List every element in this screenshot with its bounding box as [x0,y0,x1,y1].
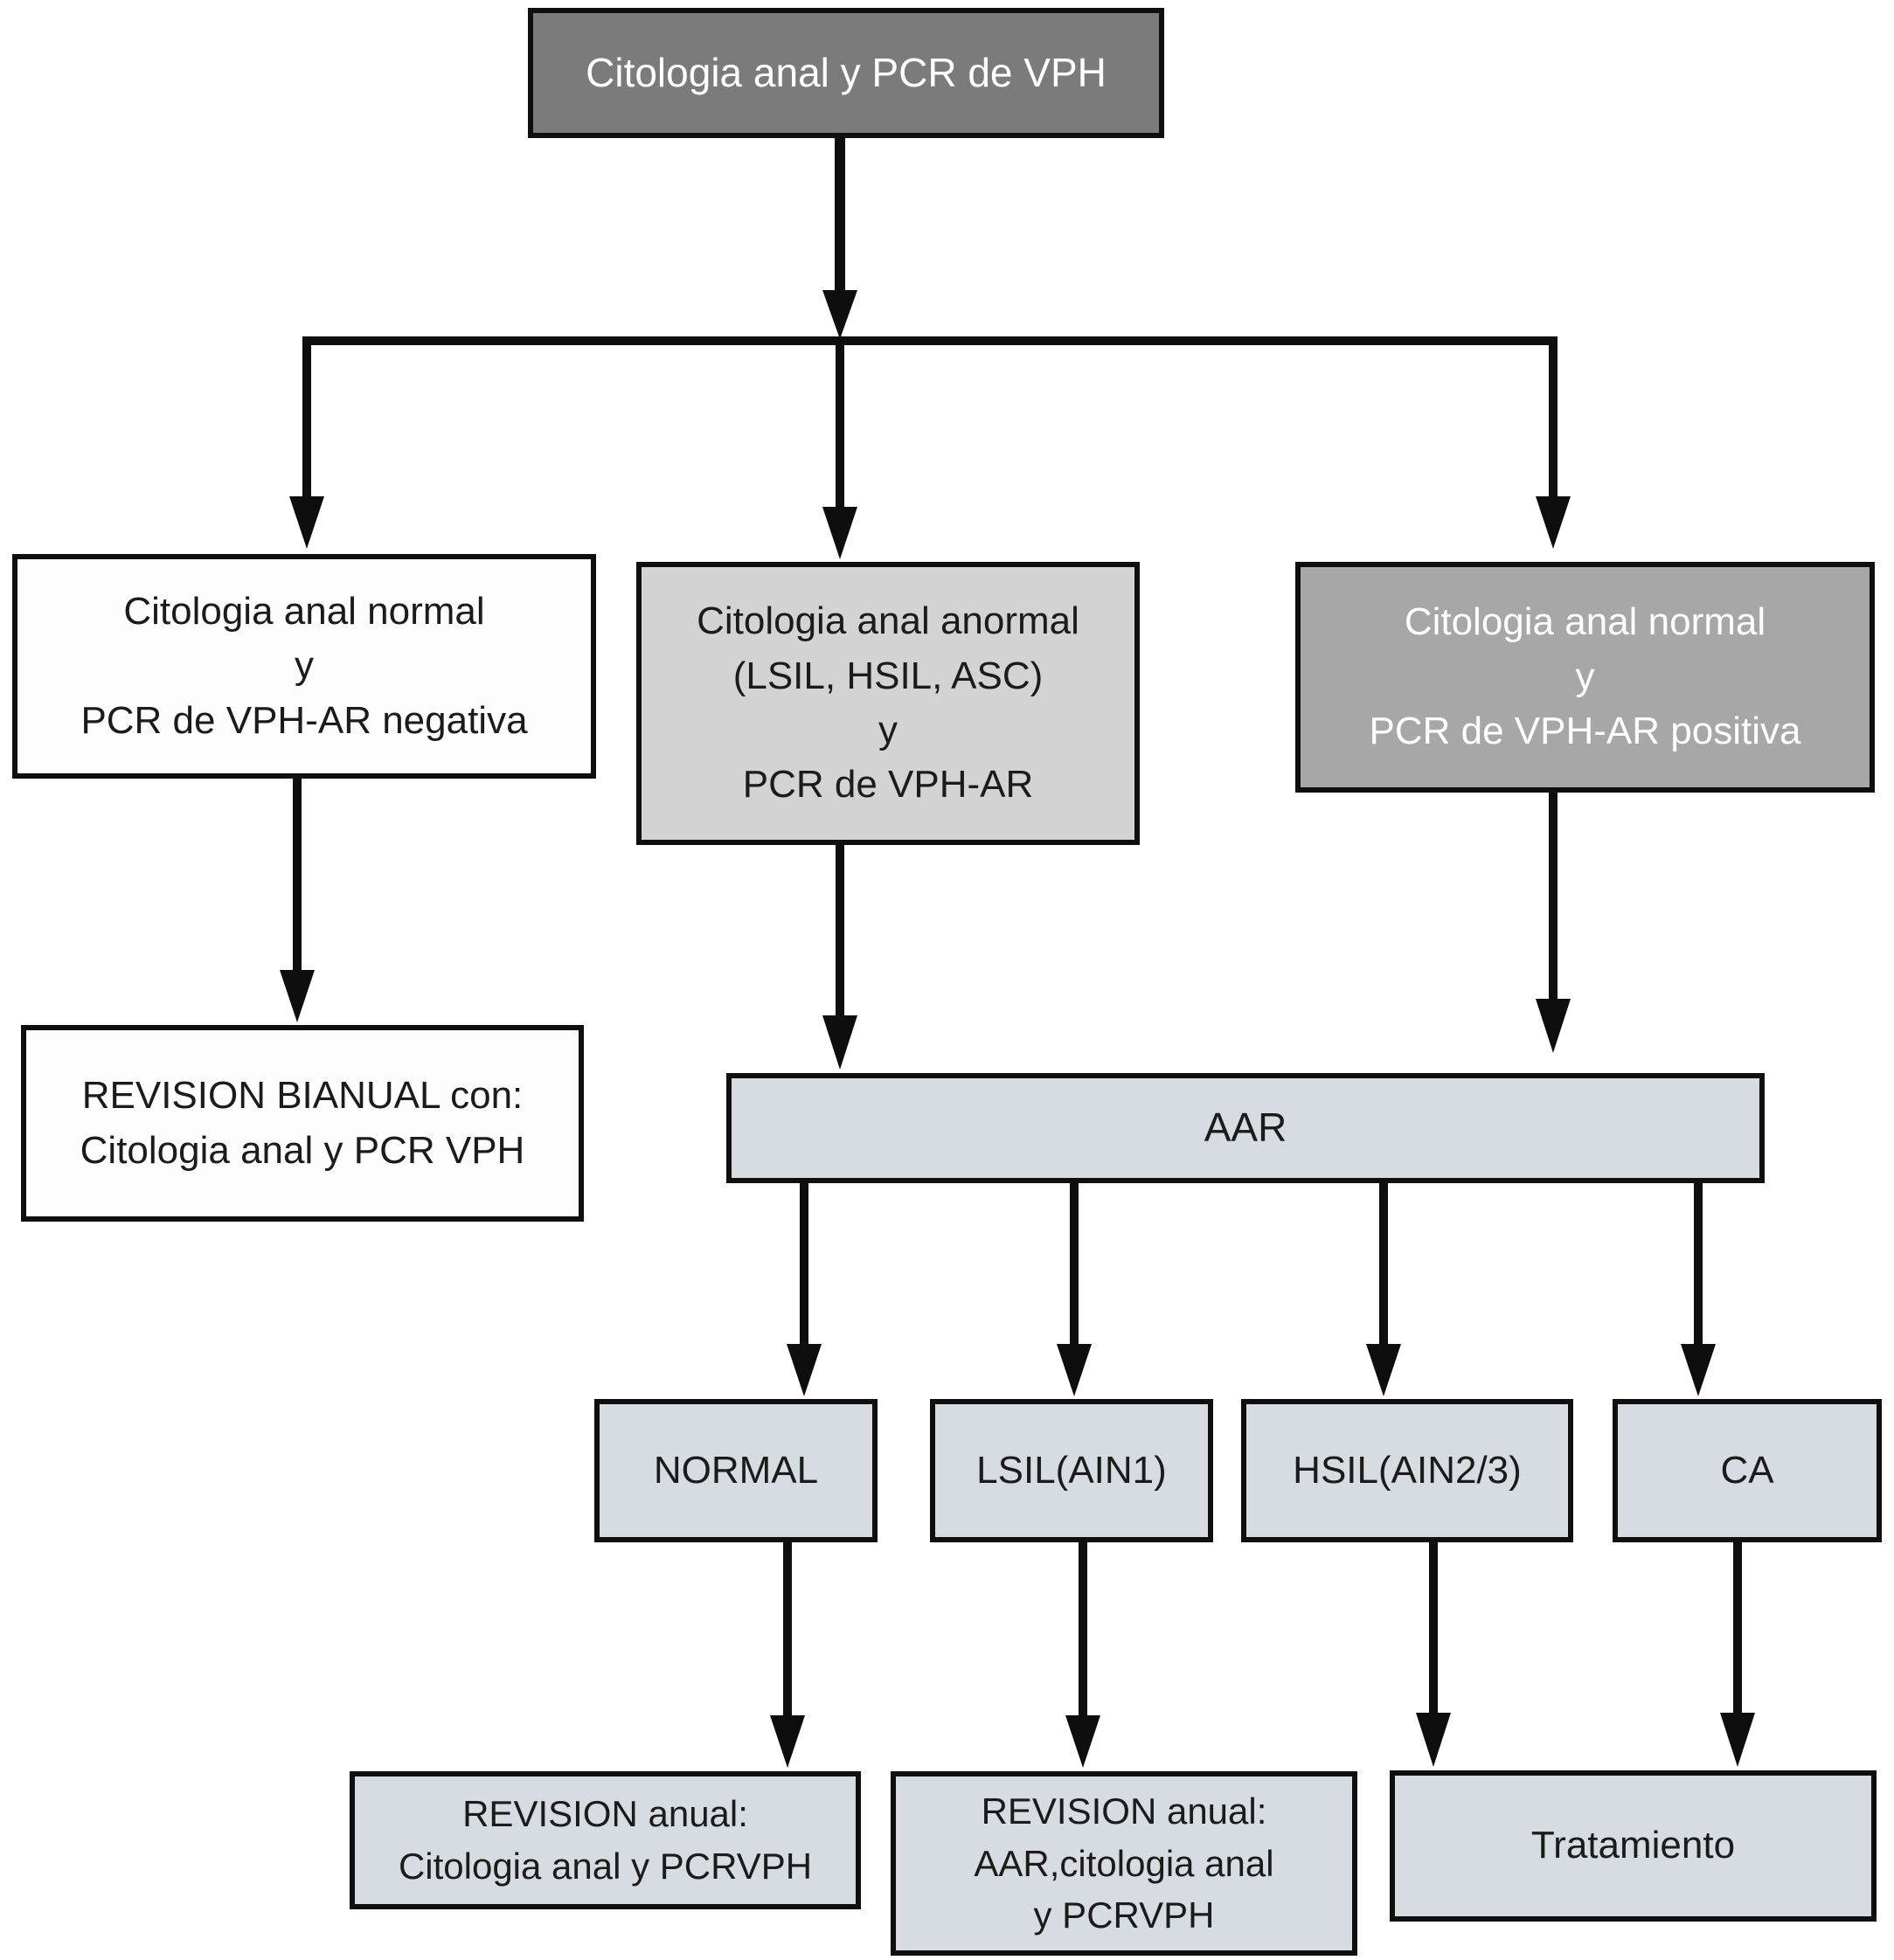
arrow-aar-to-normal [787,1181,822,1396]
arrow-aar-to-hsil [1366,1181,1401,1396]
arrow-branch-to-anormal [822,341,857,559]
node-aar: AAR [726,1073,1765,1183]
arrow-hsil-to-tratamiento [1416,1540,1451,1767]
arrow-aar-to-ca [1681,1181,1716,1396]
arrow-positiva-to-aar [1536,790,1571,1053]
arrow-ca-to-tratamiento [1720,1540,1755,1767]
node-aar-result-normal: NORMAL [594,1399,878,1542]
node-label: Citologia anal normal y PCR de VPH-AR ne… [80,589,528,742]
node-label: REVISION BIANUAL con: Citologia anal y P… [80,1074,525,1172]
node-label: REVISION anual: AAR,citologia anal y PCR… [974,1790,1274,1936]
arrow-normal-to-revision-anual [770,1540,805,1768]
node-label: CA [1720,1448,1774,1492]
node-label: Tratamiento [1530,1824,1736,1867]
node-label: REVISION anual: Citologia anal y PCRVPH [398,1793,813,1887]
node-aar-result-ca: CA [1613,1399,1882,1542]
node-label: HSIL(AIN2/3) [1293,1448,1522,1492]
node-citologia-anal-pcr-vph: Citologia anal y PCR de VPH [528,8,1164,138]
node-label: Citologia anal anormal (LSIL, HSIL, ASC)… [697,599,1079,807]
node-revision-bianual: REVISION BIANUAL con: Citologia anal y P… [21,1025,584,1222]
node-citologia-normal-pcr-positiva: Citologia anal normal y PCR de VPH-AR po… [1295,562,1875,793]
arrow-branch-to-negativa [289,341,324,549]
node-label: AAR [1204,1105,1287,1151]
node-label: NORMAL [653,1448,819,1492]
node-revision-anual-aar: REVISION anual: AAR,citologia anal y PCR… [891,1771,1357,1956]
arrow-root-to-branch [822,138,857,339]
node-aar-result-hsil: HSIL(AIN2/3) [1241,1399,1573,1542]
node-tratamiento: Tratamiento [1390,1770,1877,1922]
node-citologia-normal-pcr-negativa: Citologia anal normal y PCR de VPH-AR ne… [12,554,596,779]
arrow-lsil-to-revision-anual [1065,1540,1100,1768]
arrow-negativa-to-revision-bianual [280,776,315,1022]
node-label: LSIL(AIN1) [976,1448,1167,1492]
node-label: Citologia anal y PCR de VPH [586,49,1107,95]
arrow-aar-to-lsil [1057,1181,1092,1396]
node-label: Citologia anal normal y PCR de VPH-AR po… [1369,600,1801,753]
node-revision-anual-citologia: REVISION anual: Citologia anal y PCRVPH [350,1771,861,1909]
node-citologia-anormal: Citologia anal anormal (LSIL, HSIL, ASC)… [636,562,1140,845]
arrow-anormal-to-aar [822,842,857,1070]
arrow-branch-to-positiva [1536,341,1571,549]
node-aar-result-lsil: LSIL(AIN1) [930,1399,1213,1542]
